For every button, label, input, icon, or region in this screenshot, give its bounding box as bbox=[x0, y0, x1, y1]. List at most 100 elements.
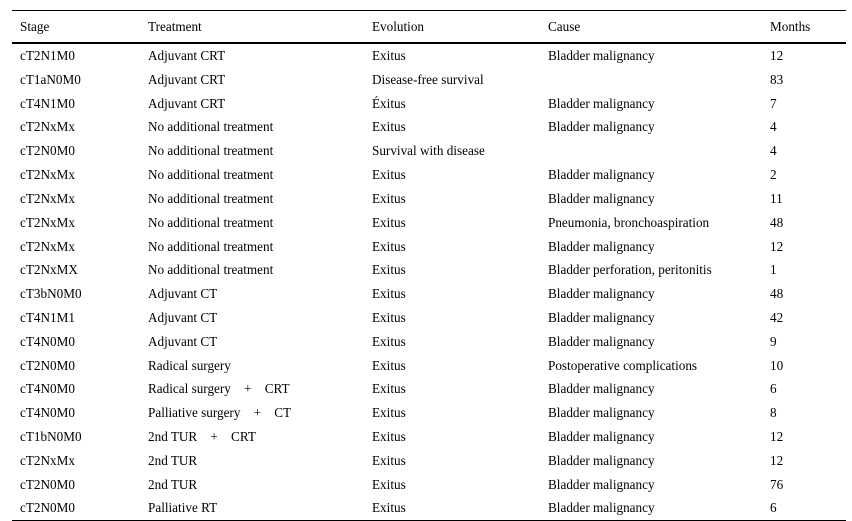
cell-evolution: Exitus bbox=[372, 286, 406, 302]
cell-evolution: Disease-free survival bbox=[372, 71, 484, 87]
cell-cause: Bladder malignancy bbox=[548, 429, 655, 444]
clinical-outcomes-table: Stage Treatment Evolution Cause Months c… bbox=[12, 10, 846, 521]
cell-evolution: Exitus bbox=[372, 190, 406, 206]
cell-stage: cT4N0M0 bbox=[20, 405, 75, 421]
cell-treatment: No additional treatment bbox=[148, 190, 274, 206]
cell-treatment: Adjuvant CT bbox=[148, 286, 218, 302]
cell-cause: Bladder malignancy bbox=[548, 190, 655, 206]
cell-evolution: Exitus bbox=[372, 381, 406, 397]
cell-evolution: Exitus bbox=[372, 405, 406, 421]
cell-stage: cT2NxMx bbox=[20, 190, 75, 206]
cell-evolution: Exitus bbox=[372, 214, 406, 230]
cell-evolution: Exitus bbox=[372, 119, 406, 135]
cell-treatment: 2nd TUR bbox=[148, 452, 198, 468]
table-row: cT2NxMx No additional treatment Exitus Blad… bbox=[12, 235, 846, 259]
cell-months: 4 bbox=[770, 143, 777, 159]
column-header-stage: Stage bbox=[20, 19, 50, 34]
cell-stage: cT2NxMx bbox=[20, 452, 75, 468]
cell-months: 8 bbox=[770, 405, 777, 421]
cell-treatment: Adjuvant CRT bbox=[148, 71, 226, 87]
cell-stage: cT1bN0M0 bbox=[20, 429, 82, 444]
cell-cause: Bladder malignancy bbox=[548, 95, 655, 111]
table-header-row: Stage Treatment Evolution Cause Months bbox=[12, 10, 846, 43]
cell-treatment: Palliative RT bbox=[148, 500, 218, 516]
table-row: cT4N0M0 Palliative surgery + CT Exitus Blad… bbox=[12, 401, 846, 425]
cell-stage: cT2N0M0 bbox=[20, 476, 75, 492]
cell-treatment: 2nd TUR bbox=[148, 476, 198, 492]
cell-treatment: Adjuvant CT bbox=[148, 333, 218, 349]
cell-evolution: Exitus bbox=[372, 309, 406, 325]
cell-treatment: No additional treatment bbox=[148, 262, 274, 278]
cell-cause: Bladder malignancy bbox=[548, 309, 655, 325]
cell-cause: Bladder malignancy bbox=[548, 405, 655, 421]
table-row: cT2NxMX No additional treatment Exitus Blad… bbox=[12, 258, 846, 282]
table-row: cT4N0M0 Radical surgery + CRT Exitus Bladde… bbox=[12, 377, 846, 401]
cell-cause: Bladder perforation, peritonitis bbox=[548, 262, 712, 278]
cell-evolution: Exitus bbox=[372, 262, 406, 278]
column-header-cause: Cause bbox=[548, 19, 581, 34]
cell-months: 2 bbox=[770, 167, 777, 183]
table-header: Stage Treatment Evolution Cause Months bbox=[12, 10, 846, 43]
cell-cause: Bladder malignancy bbox=[548, 286, 655, 302]
cell-months: 6 bbox=[770, 500, 777, 516]
cell-treatment: Radical surgery + CRT bbox=[148, 381, 290, 397]
cell-evolution: Exitus bbox=[372, 500, 406, 516]
cell-stage: cT2NxMx bbox=[20, 238, 75, 254]
table-row: cT3bN0M0 Adjuvant CT Exitus Bladder maligna… bbox=[12, 282, 846, 306]
cell-months: 10 bbox=[770, 357, 784, 373]
cell-cause bbox=[548, 68, 770, 92]
cell-cause: Bladder malignancy bbox=[548, 167, 655, 183]
cell-cause: Pneumonia, bronchoaspiration bbox=[548, 214, 710, 230]
cell-cause: Postoperative complications bbox=[548, 357, 698, 373]
cell-months: 48 bbox=[770, 214, 784, 230]
table-row: cT4N1M1 Adjuvant CT Exitus Bladder malignan… bbox=[12, 306, 846, 330]
cell-stage: cT3bN0M0 bbox=[20, 286, 82, 302]
cell-stage: cT4N1M1 bbox=[20, 309, 75, 325]
cell-cause: Bladder malignancy bbox=[548, 238, 655, 254]
cell-cause: Bladder malignancy bbox=[548, 452, 655, 468]
cell-treatment: Adjuvant CT bbox=[148, 309, 218, 325]
cell-treatment: Adjuvant CRT bbox=[148, 95, 226, 111]
cell-stage: cT4N1M0 bbox=[20, 95, 75, 111]
cell-months: 7 bbox=[770, 95, 777, 111]
cell-cause: Bladder malignancy bbox=[548, 119, 655, 135]
column-header-treatment: Treatment bbox=[148, 19, 202, 34]
cell-stage: cT1aN0M0 bbox=[20, 71, 81, 87]
cell-cause bbox=[548, 139, 770, 163]
cell-months: 12 bbox=[770, 452, 784, 468]
cell-treatment: No additional treatment bbox=[148, 238, 274, 254]
cell-treatment: No additional treatment bbox=[148, 119, 274, 135]
cell-treatment: 2nd TUR + CRT bbox=[148, 429, 256, 444]
cell-months: 9 bbox=[770, 333, 777, 349]
cell-stage: cT2NxMx bbox=[20, 214, 75, 230]
cell-months: 4 bbox=[770, 119, 777, 135]
cell-treatment: Adjuvant CRT bbox=[148, 48, 226, 63]
table-row: cT2NxMx No additional treatment Exitus Blad… bbox=[12, 187, 846, 211]
cell-months: 11 bbox=[770, 190, 783, 206]
cell-stage: cT4N0M0 bbox=[20, 381, 75, 397]
cell-evolution: Exitus bbox=[372, 452, 406, 468]
cell-evolution: Exitus bbox=[372, 48, 406, 63]
table-sheet: Stage Treatment Evolution Cause Months c… bbox=[12, 10, 846, 521]
cell-cause: Bladder malignancy bbox=[548, 48, 655, 63]
cell-treatment: Radical surgery bbox=[148, 357, 231, 373]
column-header-months: Months bbox=[770, 19, 811, 34]
column-header-evolution: Evolution bbox=[372, 19, 425, 34]
cell-cause: Bladder malignancy bbox=[548, 381, 655, 397]
cell-treatment: Palliative surgery + CT bbox=[148, 405, 292, 421]
cell-stage: cT2N0M0 bbox=[20, 143, 75, 159]
table-row: cT2NxMx 2nd TUR Exitus Bladder malignancy 12 bbox=[12, 449, 846, 473]
cell-stage: cT2NxMX bbox=[20, 262, 78, 278]
cell-evolution: Exitus bbox=[372, 476, 406, 492]
cell-stage: cT2N0M0 bbox=[20, 500, 75, 516]
cell-evolution: Exitus bbox=[372, 238, 406, 254]
